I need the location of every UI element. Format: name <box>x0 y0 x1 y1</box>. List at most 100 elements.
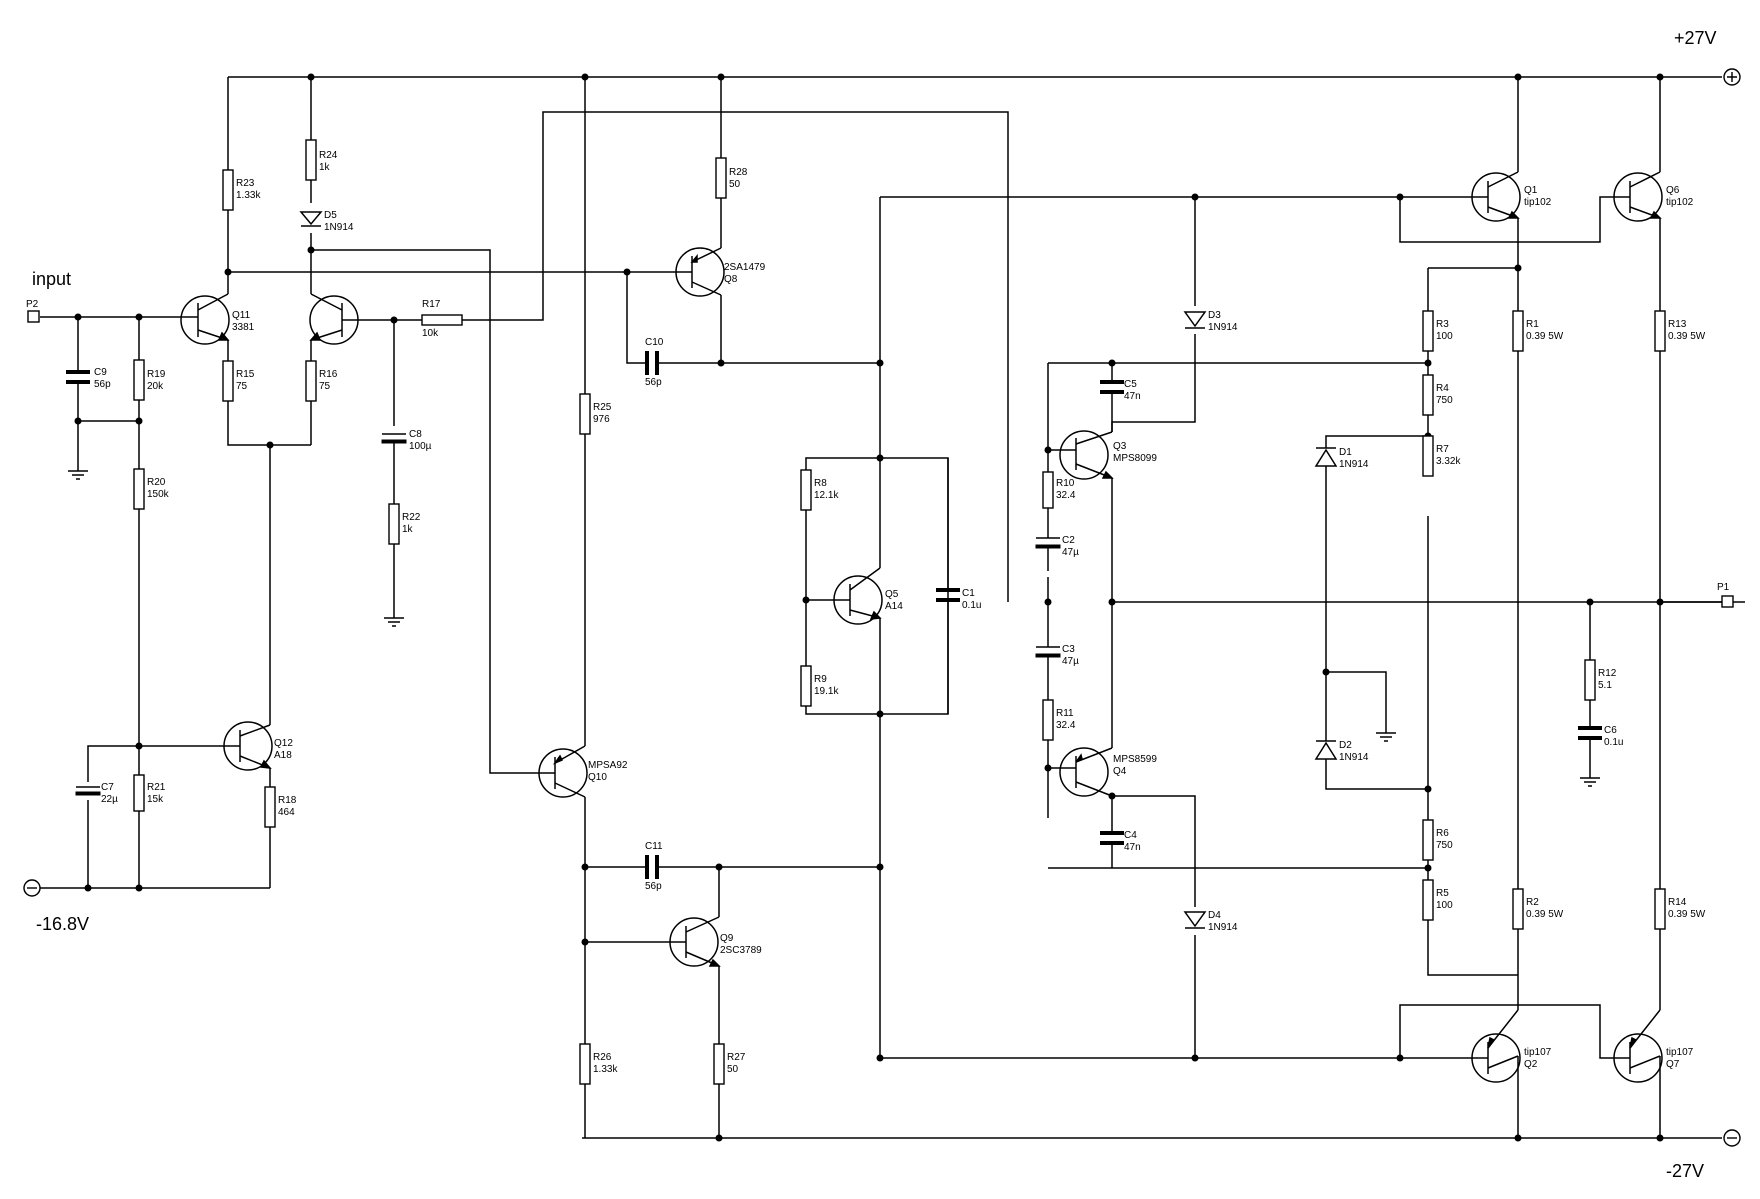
minus-terminal-icon <box>1723 1129 1741 1147</box>
r6-ref: R6 <box>1436 828 1449 839</box>
resistor-r22-body <box>388 503 400 545</box>
q1-ref: Q1 <box>1524 185 1538 196</box>
r10-value: 32.4 <box>1056 490 1076 501</box>
capacitor-c3-body <box>1035 642 1061 662</box>
q5-ref: Q5 <box>885 589 899 600</box>
transistor-q11b-body <box>309 293 359 345</box>
transistor-q8-body <box>627 247 725 297</box>
q9-ref: Q9 <box>720 933 734 944</box>
q8-part: 2SA1479 <box>724 262 766 273</box>
c5-ref: C5 <box>1124 379 1137 390</box>
resistor-r3-body <box>1422 310 1434 352</box>
q11-part: 3381 <box>232 322 255 333</box>
diode-d5-body <box>299 211 323 227</box>
ground-symbols <box>68 461 1600 787</box>
ground-icon <box>1376 728 1396 742</box>
r27-value: 50 <box>727 1064 739 1075</box>
transistor-q1-body <box>1400 171 1521 222</box>
q7-part: tip107 <box>1666 1047 1694 1058</box>
resistor-r10-body <box>1042 471 1054 509</box>
q6-part: tip102 <box>1666 197 1694 208</box>
r8-value: 12.1k <box>814 490 839 501</box>
capacitor-c4-body <box>1100 828 1124 848</box>
transistor-q10-body <box>536 745 588 798</box>
r3-value: 100 <box>1436 331 1453 342</box>
c8-ref: C8 <box>409 429 422 440</box>
r10-ref: R10 <box>1056 478 1075 489</box>
r3-ref: R3 <box>1436 319 1449 330</box>
transistor-q7-body <box>1613 1009 1663 1083</box>
r21-ref: R21 <box>147 782 166 793</box>
r16-ref: R16 <box>319 369 338 380</box>
c7-value: 22µ <box>101 794 118 805</box>
r2-value: 0.39 5W <box>1526 909 1564 920</box>
r19-ref: R19 <box>147 369 166 380</box>
r23-value: 1.33k <box>236 190 261 201</box>
r14-value: 0.39 5W <box>1668 909 1706 920</box>
c9-ref: C9 <box>94 367 107 378</box>
q10-part: MPSA92 <box>588 760 628 771</box>
plus-terminal-icon <box>1723 68 1741 86</box>
q3-ref: Q3 <box>1113 441 1127 452</box>
q1-part: tip102 <box>1524 197 1552 208</box>
q3-part: MPS8099 <box>1113 453 1157 464</box>
diode-d3-body <box>1183 311 1207 329</box>
resistor-r23-body <box>222 169 234 211</box>
r1-ref: R1 <box>1526 319 1539 330</box>
port-p1-label: P1 <box>1717 582 1730 593</box>
r9-ref: R9 <box>814 674 827 685</box>
r11-ref: R11 <box>1056 708 1074 719</box>
d1-ref: D1 <box>1339 447 1352 458</box>
r15-value: 75 <box>236 381 248 392</box>
q9-part: 2SC3789 <box>720 945 762 956</box>
r4-value: 750 <box>1436 395 1453 406</box>
r25-value: 976 <box>593 414 610 425</box>
resistor-r2-body <box>1512 888 1524 930</box>
c3-value: 47µ <box>1062 656 1079 667</box>
r18-ref: R18 <box>278 795 297 806</box>
capacitor-c6-body <box>1578 726 1602 745</box>
c7-ref: C7 <box>101 782 114 793</box>
port-p2-box <box>27 310 40 323</box>
q8-ref: Q8 <box>724 274 738 285</box>
wires <box>40 76 1745 1139</box>
capacitor-c9-body <box>66 359 90 395</box>
r7-value: 3.32k <box>1436 456 1461 467</box>
q4-ref: Q4 <box>1113 766 1127 777</box>
c9-value: 56p <box>94 379 111 390</box>
resistor-r14-body <box>1654 888 1666 930</box>
r26-value: 1.33k <box>593 1064 618 1075</box>
transistor-q4-body <box>1059 747 1113 797</box>
labels: +27V -27V -16.8V input P2 P1 Q11 3381 Q1… <box>26 28 1730 1181</box>
rail-input-negative-label: -16.8V <box>36 914 89 934</box>
r28-value: 50 <box>729 179 741 190</box>
r5-value: 100 <box>1436 900 1453 911</box>
c6-value: 0.1u <box>1604 737 1623 748</box>
c5-value: 47n <box>1124 391 1141 402</box>
d4-ref: D4 <box>1208 910 1221 921</box>
resistor-r9-body <box>800 665 812 707</box>
r13-value: 0.39 5W <box>1668 331 1706 342</box>
c2-ref: C2 <box>1062 535 1075 546</box>
q11-ref: Q11 <box>232 310 251 321</box>
resistor-r6-body <box>1422 819 1434 861</box>
ground-icon <box>68 461 88 480</box>
r15-ref: R15 <box>236 369 255 380</box>
resistor-r5-body <box>1422 879 1434 921</box>
r23-ref: R23 <box>236 178 255 189</box>
resistor-r8-body <box>800 469 812 511</box>
rail-negative-label: -27V <box>1666 1161 1704 1181</box>
c11-value: 56p <box>645 881 662 892</box>
r8-ref: R8 <box>814 478 827 489</box>
q6-ref: Q6 <box>1666 185 1680 196</box>
r27-ref: R27 <box>727 1052 746 1063</box>
q4-part: MPS8599 <box>1113 754 1157 765</box>
resistor-r16-body <box>305 360 317 402</box>
r12-ref: R12 <box>1598 668 1617 679</box>
resistor-r13-body <box>1654 310 1666 352</box>
resistor-r18-body <box>264 786 276 828</box>
capacitor-c11-body <box>639 855 665 879</box>
r16-value: 75 <box>319 381 331 392</box>
c10-value: 56p <box>645 377 662 388</box>
